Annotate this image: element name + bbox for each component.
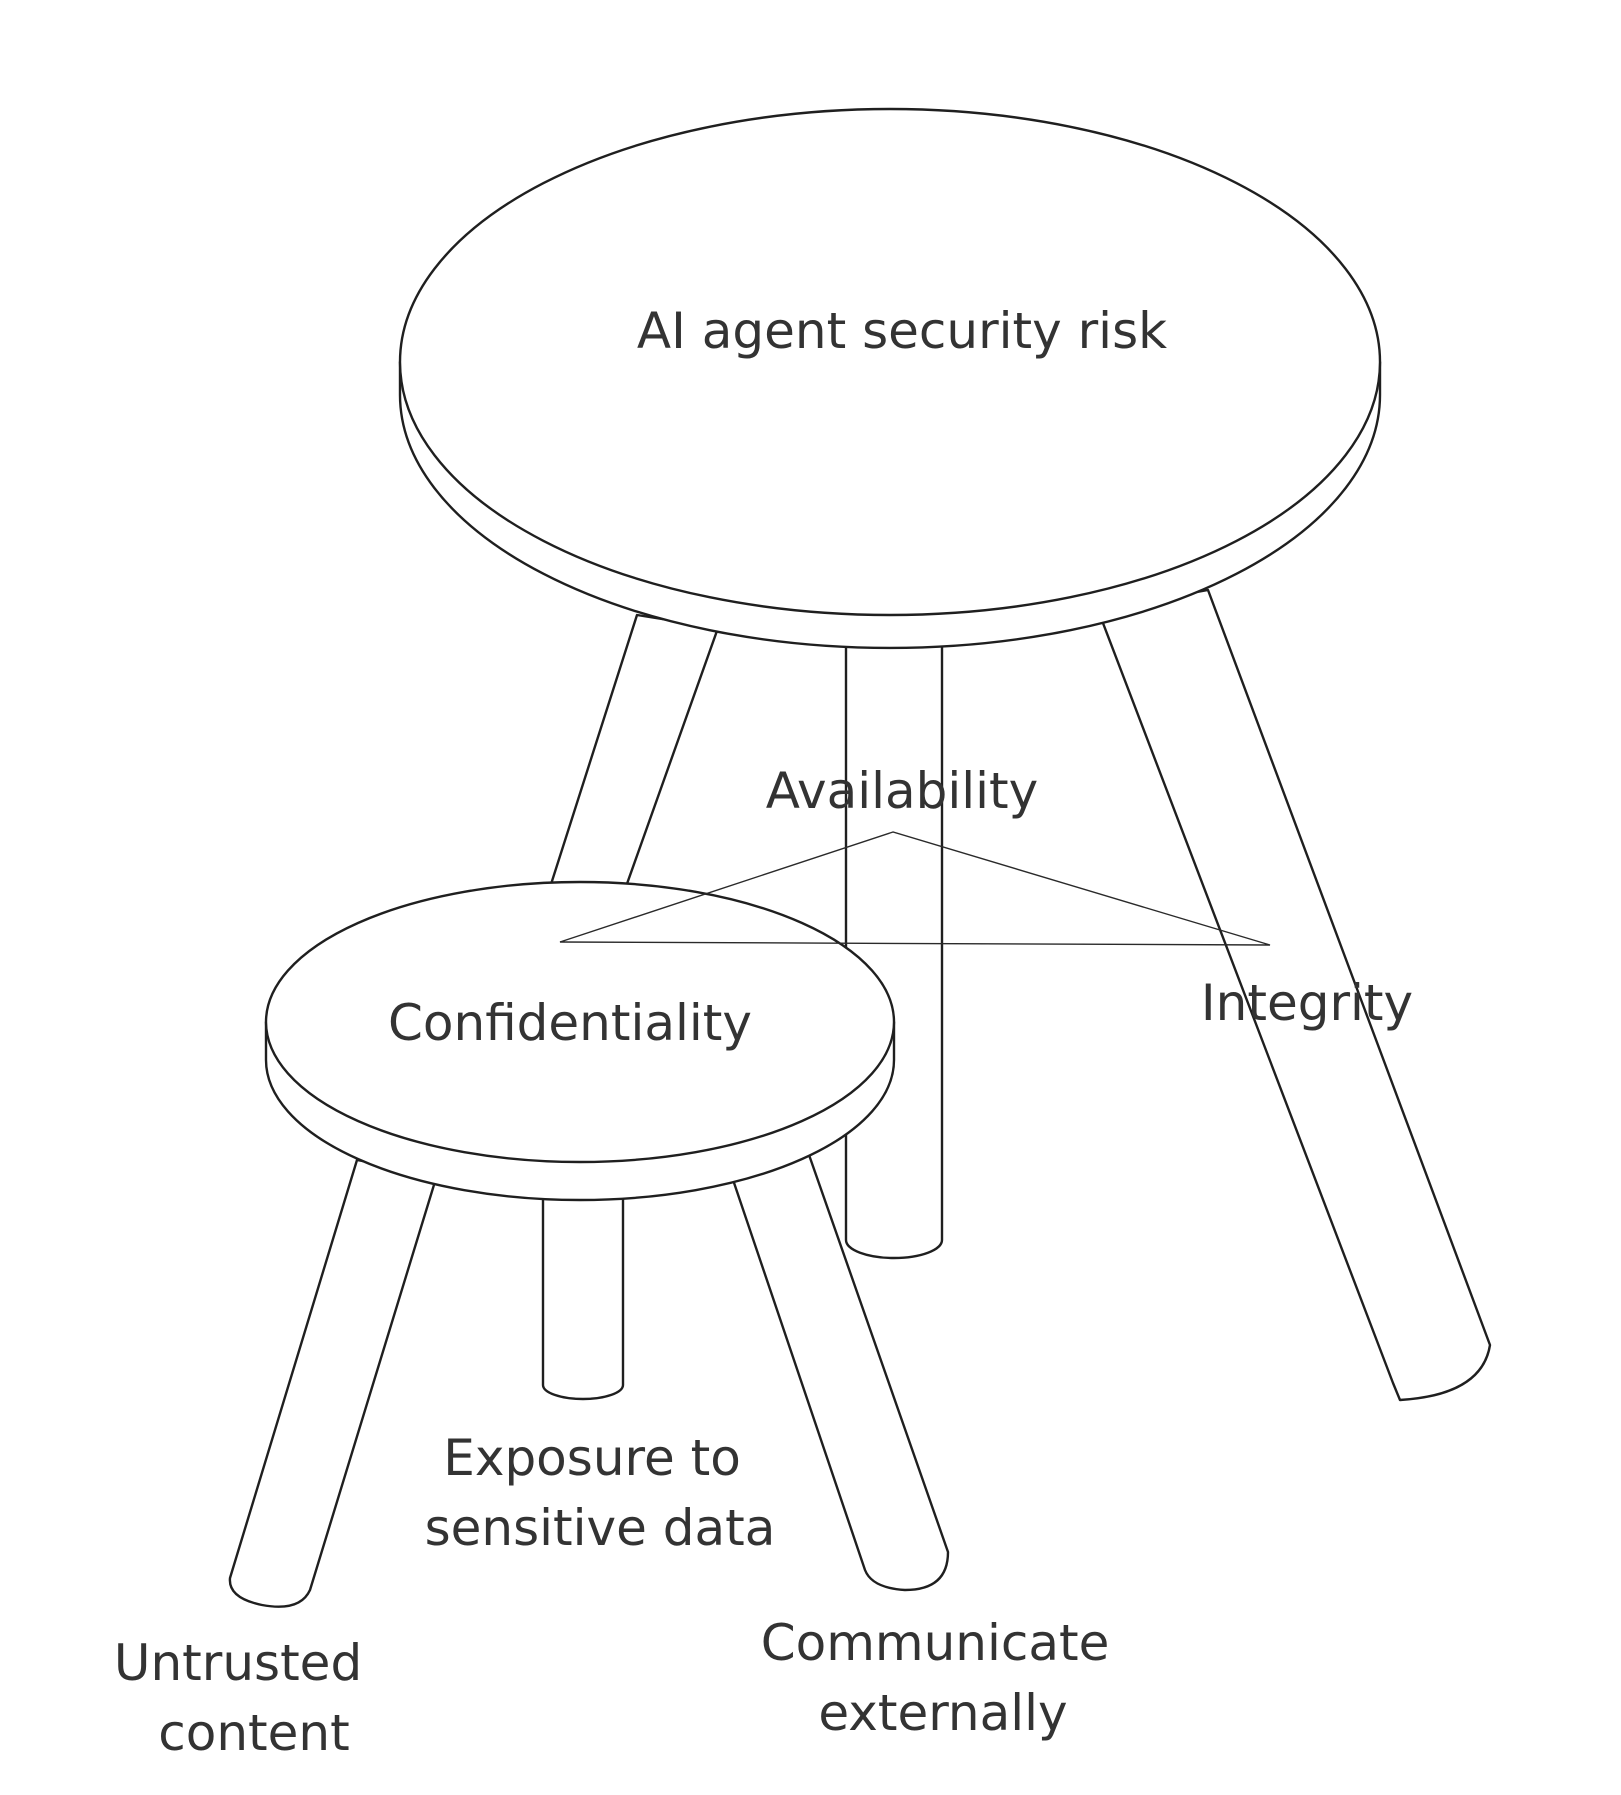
exposure-label: Exposure to sensitive data: [425, 1429, 776, 1557]
small-stool-seat: [264, 880, 896, 1202]
untrusted-label: Untrusted content: [114, 1634, 378, 1762]
large-stool-right-leg: [1096, 588, 1492, 1402]
untrusted-label-line-2: content: [158, 1704, 349, 1762]
communicate-label-line-1: Communicate: [761, 1614, 1110, 1672]
communicate-label: Communicate externally: [761, 1614, 1126, 1742]
availability-label: Availability: [766, 762, 1039, 820]
integrity-label: Integrity: [1201, 974, 1413, 1032]
untrusted-label-line-1: Untrusted: [114, 1634, 362, 1692]
large-stool-seat: [398, 107, 1382, 650]
small-stool-back-leg: [541, 1148, 625, 1401]
confidentiality-label: Confidentiality: [388, 994, 752, 1052]
large-seat-label: AI agent security risk: [637, 302, 1167, 360]
communicate-label-line-2: externally: [818, 1684, 1067, 1742]
exposure-label-line-1: Exposure to: [443, 1429, 741, 1487]
exposure-label-line-2: sensitive data: [425, 1499, 776, 1557]
large-stool-back-leg: [844, 598, 944, 1260]
small-stool-left-leg: [228, 1158, 439, 1608]
small-stool-right-leg: [726, 1150, 950, 1592]
cia-triangle: [559, 831, 1271, 946]
